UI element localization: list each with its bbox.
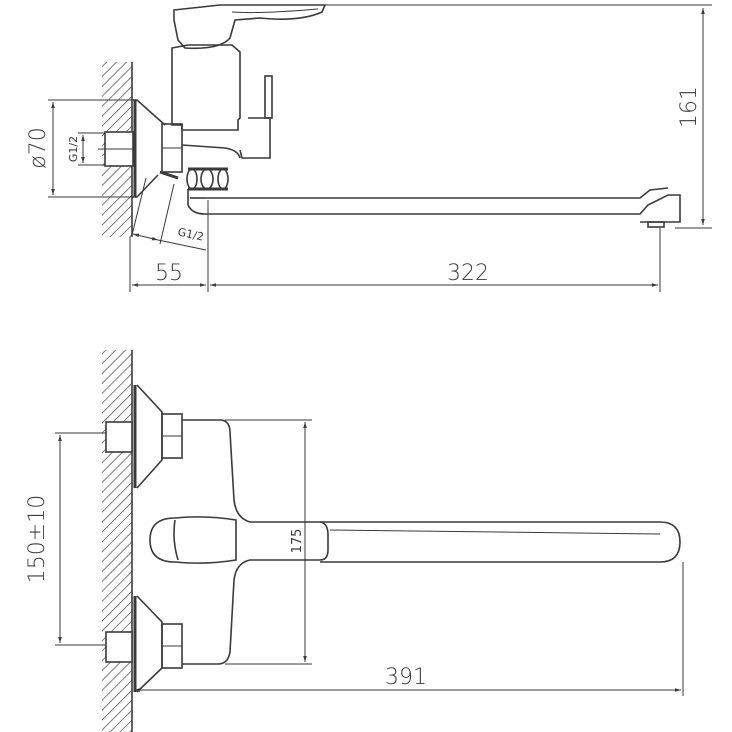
svg-text:175: 175 xyxy=(290,529,305,554)
wall-hatch-front xyxy=(102,350,132,732)
side-view: 161 ø70 G1/2 G1/2 55 xyxy=(26,4,712,292)
dimension-inlet-thread: G1/2 xyxy=(67,132,135,166)
mixer-body xyxy=(171,44,241,131)
dimension-outlet-thread: G1/2 xyxy=(131,177,207,251)
dimension-150: 150±10 xyxy=(25,432,106,646)
svg-text:G1/2: G1/2 xyxy=(67,136,80,162)
svg-text:161: 161 xyxy=(677,86,702,128)
dimension-55-322: 55 322 xyxy=(129,200,661,292)
spout-front xyxy=(320,521,681,563)
handle xyxy=(173,4,327,50)
svg-text:322: 322 xyxy=(447,261,489,286)
upper-inlet xyxy=(105,384,183,489)
diverter-rings xyxy=(186,167,229,191)
dimension-391: 391 xyxy=(134,562,684,696)
handle-front xyxy=(149,516,237,564)
front-view: 150±10 175 391 xyxy=(25,350,684,732)
svg-text:G1/2: G1/2 xyxy=(177,225,205,243)
svg-text:391: 391 xyxy=(385,665,427,690)
svg-text:ø70: ø70 xyxy=(26,127,51,168)
dimension-161: 161 xyxy=(325,4,712,229)
lower-inlet xyxy=(105,595,183,693)
dimension-175: 175 xyxy=(225,419,312,665)
spout xyxy=(187,187,681,223)
svg-text:55: 55 xyxy=(155,261,183,286)
side-lever xyxy=(239,117,271,159)
dimension-flange-diameter: ø70 xyxy=(26,99,132,198)
mixer-body-front xyxy=(182,419,329,665)
svg-text:150±10: 150±10 xyxy=(25,495,50,583)
